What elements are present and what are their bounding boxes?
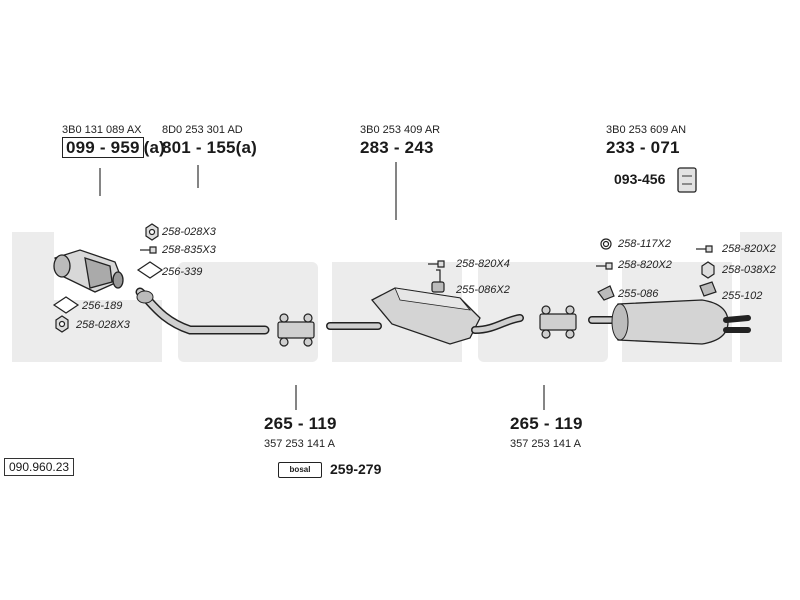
diagram-reference: 090.960.23 xyxy=(4,458,75,476)
clamp-icon xyxy=(539,305,577,339)
small-part-s10: 255-086 xyxy=(618,288,659,300)
bosal-tag-icon: bosal xyxy=(278,462,322,478)
part-number-4b: 093-456 xyxy=(614,171,666,187)
oem-number-4: 3B0 253 609 AN xyxy=(606,124,687,136)
oem-number-3: 3B0 253 409 AR xyxy=(360,124,441,136)
tailpipe-trim-icon xyxy=(677,167,697,193)
center-muffler-icon xyxy=(326,287,524,345)
clamp-icon xyxy=(277,313,315,347)
small-part-s13: 255-102 xyxy=(722,290,763,302)
rear-hanger-icon xyxy=(597,281,717,301)
oem-number-2: 8D0 253 301 AD xyxy=(162,124,243,136)
front-pipe-icon xyxy=(135,287,270,335)
small-part-s6: 258-820X4 xyxy=(456,258,510,270)
gasket-icon xyxy=(136,261,164,279)
small-part-s8: 258-117X2 xyxy=(618,238,672,250)
small-part-s5: 258-028X3 xyxy=(76,319,130,331)
part-number-3: 283 - 243 xyxy=(360,138,434,157)
small-part-s11: 258-820X2 xyxy=(618,259,672,271)
small-part-s2: 258-835X3 xyxy=(162,244,216,256)
small-part-s1: 258-028X3 xyxy=(162,226,216,238)
part-number-4: 233 - 071 xyxy=(606,138,680,157)
clamp-1-oem: 357 253 141 A xyxy=(264,438,335,450)
oem-number-1: 3B0 131 089 AX xyxy=(62,124,142,136)
assembly-kit-number: 259-279 xyxy=(330,461,382,477)
part-number-1-suffix: (a) xyxy=(143,138,166,157)
part-number-2: 801 - 155(a) xyxy=(162,138,258,157)
small-part-s9: 258-820X2 xyxy=(722,243,776,255)
small-part-s12: 258-038X2 xyxy=(722,264,776,276)
clamp-1-number: 265 - 119 xyxy=(264,414,337,433)
clamp-2-oem: 357 253 141 A xyxy=(510,438,581,450)
small-part-s4: 256-189 xyxy=(82,300,123,312)
gasket-icon xyxy=(52,296,80,314)
clamp-2-number: 265 - 119 xyxy=(510,414,583,433)
part-number-1-value: 099 - 959 xyxy=(62,137,144,158)
bolt-head-icon xyxy=(149,246,157,254)
nut-icon xyxy=(701,261,715,279)
small-part-s7: 255-086X2 xyxy=(456,284,510,296)
rear-muffler-icon xyxy=(588,299,751,345)
part-number-1: 099 - 959(a) xyxy=(62,137,166,158)
small-part-s3: 256-339 xyxy=(162,266,203,278)
catalytic-converter-icon xyxy=(53,249,124,293)
hanger-icon xyxy=(431,269,445,293)
